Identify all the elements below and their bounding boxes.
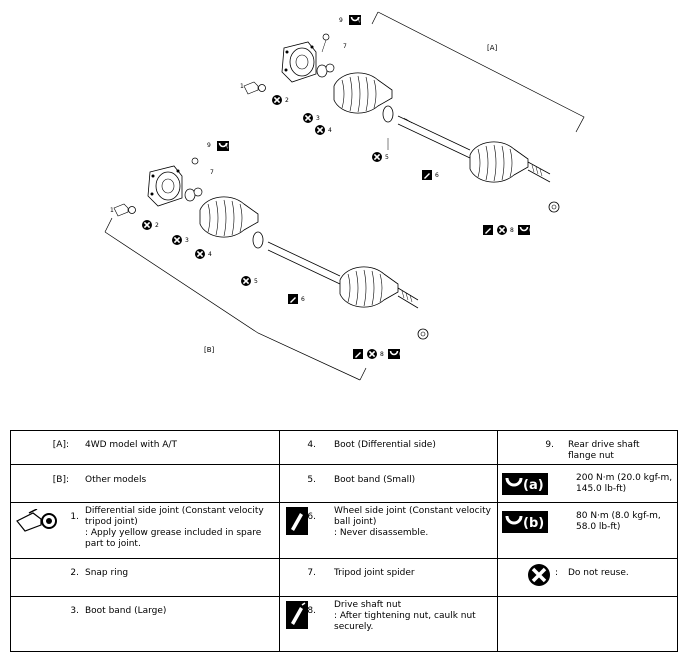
svg-text:3: 3 — [185, 237, 189, 244]
legend-row: [B]: Other models 5. Boot band (Small) (… — [10, 464, 678, 503]
do-not-reuse-icon — [371, 151, 383, 163]
legend-cell: 7. Tripod joint spider — [279, 558, 498, 597]
legend-cell: : Do not reuse. — [497, 558, 678, 597]
svg-text:(a): (a) — [399, 351, 407, 358]
svg-text:1: 1 — [240, 83, 244, 90]
legend-row: 2. Snap ring 7. Tripod joint spider : Do… — [10, 558, 678, 597]
svg-text:7: 7 — [210, 169, 214, 176]
caulk-icon — [353, 349, 363, 359]
do-not-reuse-icon — [314, 124, 326, 136]
legend-cell: 3. Boot band (Large) — [10, 596, 280, 652]
group-b-label: [B] — [204, 346, 215, 354]
legend-cell: 5. Boot band (Small) — [279, 464, 498, 503]
legend-cell: 8. Drive shaft nut : After tightening nu… — [279, 596, 498, 652]
svg-text:9: 9 — [207, 142, 211, 149]
svg-text:1: 1 — [110, 207, 114, 214]
no-disassemble-icon — [286, 507, 308, 535]
grease-gun-icon — [113, 203, 136, 217]
svg-text:(b): (b) — [358, 17, 367, 24]
grease-gun-icon — [243, 81, 266, 95]
svg-text:8: 8 — [380, 351, 384, 358]
legend-cell: (a) 200 N·m (20.0 kgf-m, 145.0 lb-ft) — [497, 464, 678, 503]
svg-text:(b): (b) — [523, 516, 544, 531]
svg-text:6: 6 — [301, 296, 305, 303]
do-not-reuse-icon — [240, 275, 252, 287]
drive-shaft-exploded-diagram: [A] 1 2 3 4 5 — [104, 11, 585, 381]
svg-text:8: 8 — [510, 227, 514, 234]
torque-a-icon: (a) — [502, 473, 548, 495]
svg-text:(a): (a) — [523, 478, 544, 493]
caulk-icon — [483, 225, 493, 235]
legend-row: 1. Differential side joint (Constant vel… — [10, 502, 678, 559]
do-not-reuse-icon — [366, 348, 378, 360]
group-b-assembly: [B] 1 2 3 4 5 6 7 9 (b) 8 — [104, 140, 429, 381]
do-not-reuse-icon — [302, 112, 314, 124]
svg-text:4: 4 — [328, 127, 332, 134]
svg-text:(a): (a) — [529, 227, 537, 234]
do-not-reuse-icon — [271, 94, 283, 106]
svg-text:(b): (b) — [226, 143, 235, 150]
svg-text:4: 4 — [208, 251, 212, 258]
caulk-icon — [422, 170, 432, 180]
group-a-assembly: [A] 1 2 3 4 5 — [240, 11, 585, 236]
legend-cell-empty — [497, 596, 678, 652]
legend-row: 3. Boot band (Large) 8. Drive shaft nut … — [10, 596, 678, 652]
svg-text:7: 7 — [343, 43, 347, 50]
legend-cell: [B]: Other models — [10, 464, 280, 503]
legend-row: [A]: 4WD model with A/T 4. Boot (Differe… — [10, 430, 678, 465]
legend-cell: [A]: 4WD model with A/T — [10, 430, 280, 465]
do-not-reuse-icon — [141, 219, 153, 231]
do-not-reuse-icon — [194, 248, 206, 260]
svg-text:2: 2 — [155, 222, 159, 229]
do-not-reuse-icon — [528, 564, 550, 586]
group-a-label: [A] — [487, 44, 498, 52]
legend-cell: 6. Wheel side joint (Constant velocity b… — [279, 502, 498, 559]
svg-text:6: 6 — [435, 172, 439, 179]
torque-b-icon: (b) — [502, 511, 548, 533]
svg-text:9: 9 — [339, 17, 343, 24]
svg-text:5: 5 — [385, 154, 389, 161]
legend-cell: 9. Rear drive shaft flange nut — [497, 430, 678, 465]
legend-cell: 2. Snap ring — [10, 558, 280, 597]
svg-text:5: 5 — [254, 278, 258, 285]
legend-cell: 1. Differential side joint (Constant vel… — [10, 502, 280, 559]
svg-text:2: 2 — [285, 97, 289, 104]
legend-table: [A]: 4WD model with A/T 4. Boot (Differe… — [10, 430, 678, 652]
svg-text:3: 3 — [316, 115, 320, 122]
do-not-reuse-icon — [171, 234, 183, 246]
legend-cell: 4. Boot (Differential side) — [279, 430, 498, 465]
legend-cell: (b) 80 N·m (8.0 kgf-m, 58.0 lb-ft) — [497, 502, 678, 559]
caulk-icon — [288, 294, 298, 304]
grease-gun-icon — [16, 509, 57, 532]
do-not-reuse-icon — [496, 224, 508, 236]
caulk-icon — [286, 601, 308, 629]
